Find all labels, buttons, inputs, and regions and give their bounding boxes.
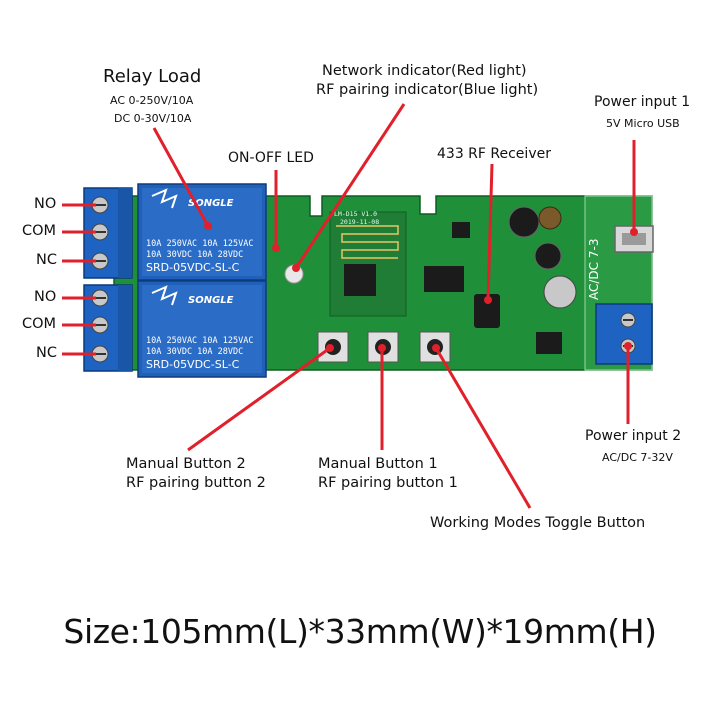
- relay-top-spec1: 10A 250VAC 10A 125VAC: [146, 239, 253, 249]
- rf-pairing-button-2-label: RF pairing button 2: [126, 475, 266, 491]
- capacitor-3: [543, 275, 577, 309]
- mode-toggle-button-part: [419, 331, 451, 363]
- ic-chip-3: [452, 222, 470, 238]
- pointer-dots: [204, 222, 638, 352]
- rf-pairing-button-1-label: RF pairing button 1: [318, 475, 458, 491]
- relay-top-model: SRD-05VDC-SL-C: [146, 261, 240, 274]
- rf-receiver-label: 433 RF Receiver: [437, 146, 551, 162]
- terminal-block-power: [595, 303, 653, 365]
- relay-bottom-model: SRD-05VDC-SL-C: [146, 358, 240, 371]
- working-modes-label: Working Modes Toggle Button: [430, 515, 646, 531]
- pointer-rf-receiver: [486, 163, 494, 301]
- relay-bottom-brand: SONGLE: [188, 295, 234, 306]
- relay-bottom-spec1: 10A 250VAC 10A 125VAC: [146, 336, 253, 346]
- rf-coil: [474, 294, 500, 328]
- network-indicator-label: Network indicator(Red light): [322, 63, 527, 79]
- terminal-com-bottom: COM: [22, 316, 57, 332]
- relay-top: SONGLE 10A 250VAC 10A 125VAC 10A 30VDC 1…: [137, 183, 267, 281]
- terminal-no-top: NO: [34, 196, 57, 212]
- relay-top-brand: SONGLE: [188, 198, 234, 209]
- relay-bottom-spec2: 10A 30VDC 10A 28VDC: [146, 347, 243, 357]
- pointer-network: [294, 103, 406, 269]
- relay-load-dc: DC 0-30V/10A: [114, 112, 192, 125]
- on-off-led-label: ON-OFF LED: [228, 150, 314, 166]
- manual-button-1-label: Manual Button 1: [318, 456, 438, 472]
- terminal-nc-bottom: NC: [36, 345, 57, 361]
- pointer-button-2: [187, 346, 331, 452]
- terminal-no-bottom: NO: [34, 289, 57, 305]
- power-input-2-title: Power input 2: [585, 428, 682, 444]
- rf-pairing-indicator-label: RF pairing indicator(Blue light): [316, 82, 539, 98]
- terminal-com-top: COM: [22, 223, 57, 239]
- relay-load-title: Relay Load: [103, 66, 202, 87]
- pointer-mode-toggle: [434, 347, 532, 509]
- relay-bottom: SONGLE 10A 250VAC 10A 125VAC 10A 30VDC 1…: [137, 280, 267, 378]
- terminal-nc-top: NC: [36, 252, 57, 268]
- power-input-2-sub: AC/DC 7-32V: [602, 451, 673, 464]
- capacitor-1: [508, 206, 540, 238]
- size-dimensions: Size:105mm(L)*33mm(W)*19mm(H): [63, 612, 657, 651]
- pcb-date: 2019-11-08: [340, 218, 379, 226]
- manual-button-2-label: Manual Button 2: [126, 456, 246, 472]
- ic-chip-1: [424, 266, 464, 292]
- ic-chip-2: [536, 332, 562, 354]
- inductor: [538, 206, 562, 230]
- relay-load-ac: AC 0-250V/10A: [110, 94, 194, 107]
- power-input-1-title: Power input 1: [594, 94, 691, 110]
- pcb-version: LM-D15 V1.0: [334, 210, 377, 218]
- wifi-module: LM-D15 V1.0 2019-11-08: [329, 210, 407, 317]
- pcb-acdc-label: AC/DC 7-3: [587, 239, 601, 300]
- capacitor-2: [534, 242, 562, 270]
- pointer-lines: [62, 103, 636, 509]
- power-input-1-sub: 5V Micro USB: [606, 117, 680, 130]
- pointer-relay-load: [152, 127, 210, 227]
- relay-top-spec2: 10A 30VDC 10A 28VDC: [146, 250, 243, 260]
